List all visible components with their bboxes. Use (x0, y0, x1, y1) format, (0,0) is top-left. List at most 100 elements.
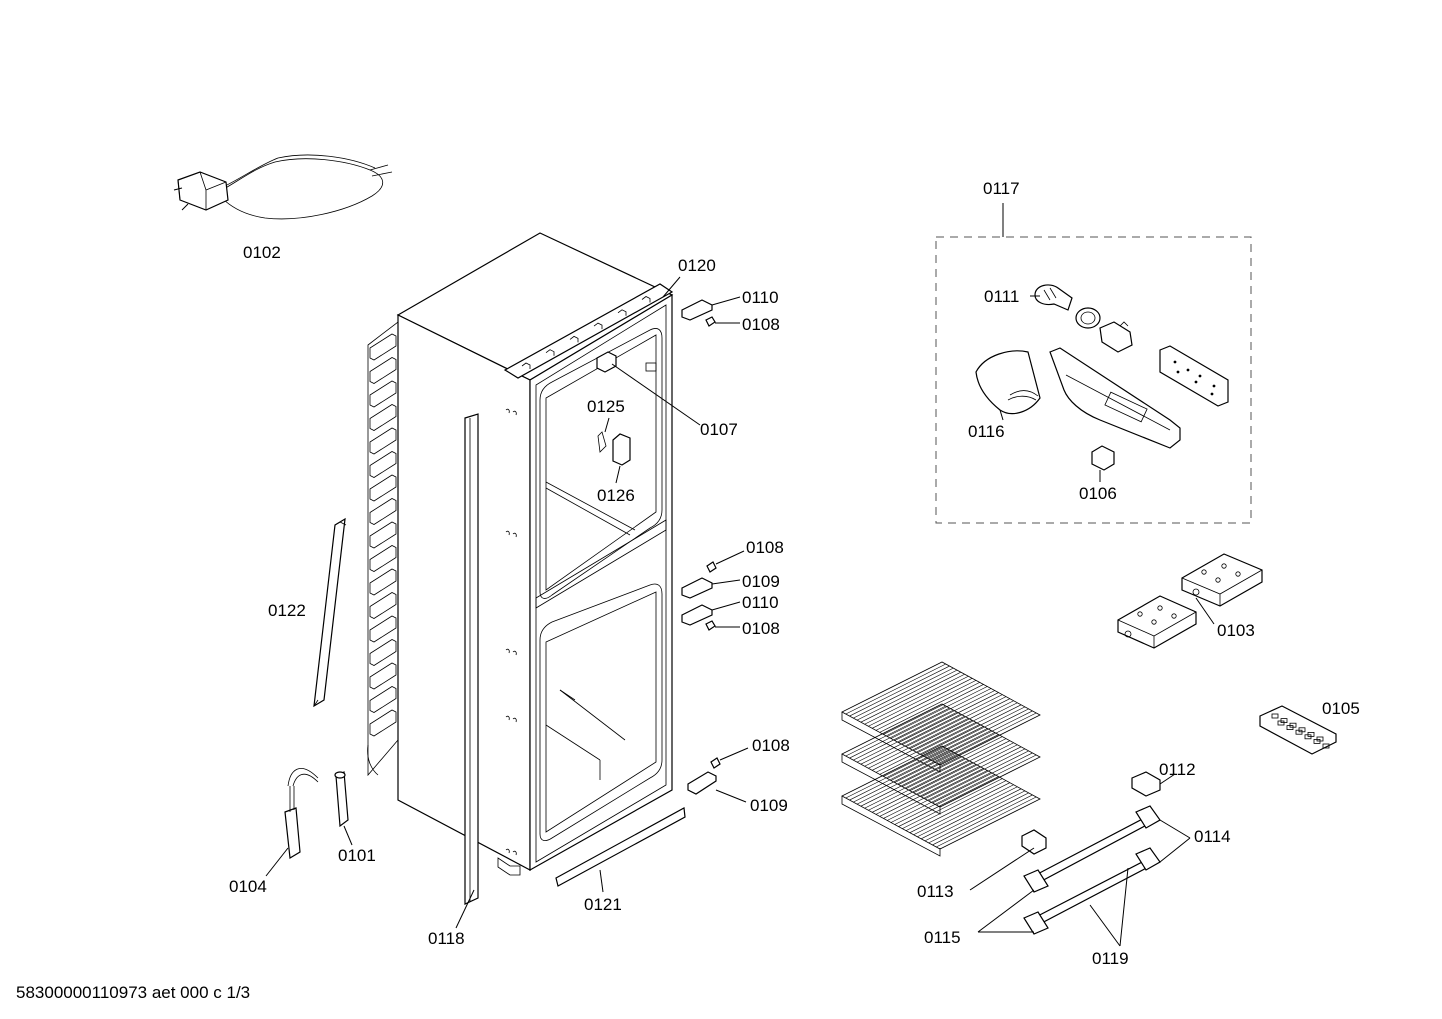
shelf-wire (902, 694, 1003, 745)
label-0109-mid: 0109 (742, 572, 780, 591)
shelf-wire (856, 711, 958, 763)
shelf-wire (924, 790, 1026, 842)
hinges-drawing (681, 299, 721, 795)
shelf-wire (898, 776, 999, 827)
shelf-wire (883, 684, 984, 735)
condenser-fin (369, 357, 397, 384)
rail-notch (545, 349, 555, 356)
condenser-fin (369, 427, 397, 455)
shelf-wire (872, 678, 973, 729)
shelf-wire (887, 686, 988, 737)
label-0107: 0107 (700, 420, 738, 439)
label-0105: 0105 (1322, 699, 1360, 718)
label-0114: 0114 (1194, 827, 1231, 846)
pin-0101-drawing (334, 771, 349, 828)
shelf-wire (932, 710, 1033, 762)
shelf-frame (841, 661, 1041, 766)
label-0120: 0120 (678, 256, 716, 275)
shelf-wire (883, 726, 984, 777)
seal-strip-drawing (464, 413, 479, 905)
condenser-fin (369, 615, 397, 643)
condenser-fin (369, 709, 397, 737)
shelf-wire (890, 730, 992, 781)
label-0104: 0104 (229, 877, 267, 896)
shelf-wire (909, 782, 1010, 833)
label-0125: 0125 (587, 397, 625, 416)
shelf-wire (921, 746, 1022, 798)
label-0122: 0122 (268, 601, 306, 620)
shelf-wire (864, 757, 965, 809)
rail-notch (641, 296, 651, 303)
lamp-assembly-drawing (975, 284, 1229, 471)
condenser-fin (369, 474, 397, 502)
tray-cell (1313, 739, 1321, 744)
condenser-fin (369, 521, 397, 549)
wire-shelves-drawing (841, 661, 1041, 857)
sensor-0104-drawing (284, 768, 319, 859)
rail-notch (569, 335, 579, 343)
label-0103: 0103 (1217, 621, 1255, 640)
clip-0112-drawing (1131, 771, 1161, 797)
condenser-fin (369, 451, 397, 478)
leader-lines (265, 203, 1215, 947)
shelf-wire (902, 778, 1003, 829)
shelf-wire (864, 673, 965, 725)
shelf-wire (917, 702, 1018, 754)
shelf-wire (905, 738, 1007, 789)
shelf-wire (932, 752, 1033, 804)
rail-notch (521, 362, 531, 369)
shelf-wire (917, 786, 1018, 838)
shelf-wire (909, 740, 1010, 791)
shelf-wire (890, 688, 992, 739)
shelf-wire (879, 682, 980, 733)
pack-dot (1137, 611, 1143, 617)
shelf-wire (860, 671, 961, 723)
hinge-mark (505, 715, 517, 723)
label-0117: 0117 (983, 179, 1020, 198)
wire-shelf (841, 661, 1041, 773)
shelf-wire (898, 692, 999, 743)
panel-dot (1173, 360, 1177, 364)
shelf-wire (875, 764, 977, 815)
label-0126: 0126 (597, 486, 635, 505)
shelf-wire (856, 669, 958, 721)
wire-shelf (841, 745, 1041, 857)
condenser-fin (369, 592, 397, 619)
shelf-wire (928, 708, 1029, 760)
shelf-wire (913, 700, 1014, 751)
hinge-mark (505, 408, 517, 416)
shelf-wire (924, 748, 1026, 800)
pack-dot (1151, 619, 1157, 625)
label-0110-top: 0110 (742, 288, 779, 307)
shelf-wire (909, 698, 1010, 749)
label-0109-bottom: 0109 (750, 796, 788, 815)
label-0118: 0118 (428, 929, 465, 948)
panel-dot (1198, 374, 1202, 378)
tray-cell (1304, 734, 1312, 740)
panel-dot (1210, 392, 1214, 396)
hinge-mark (505, 530, 517, 538)
ice-tray-drawing (1259, 705, 1337, 755)
bar-0122-drawing (313, 517, 347, 708)
shelf-wire (868, 676, 969, 727)
panel-dot (1186, 368, 1190, 372)
rails-drawing (1021, 805, 1161, 935)
shelf-wire (856, 753, 958, 805)
shelf-edge (841, 796, 941, 857)
condenser-fin (369, 333, 397, 361)
condenser-fin (369, 568, 397, 596)
shelf-wire (875, 722, 977, 773)
shelf-wire (883, 768, 984, 819)
label-0108-mid: 0108 (746, 538, 784, 557)
shelf-wire (924, 706, 1026, 758)
condenser-fin (369, 639, 397, 666)
shelf-wire (936, 796, 1037, 848)
shelf-wire (845, 705, 946, 757)
shelf-wire (921, 704, 1022, 756)
label-0108-bottom: 0108 (752, 736, 790, 755)
tray-cell (1286, 725, 1294, 730)
shelf-wire (921, 788, 1022, 840)
pack-cap (1192, 588, 1200, 596)
shelf-wire (845, 663, 946, 715)
label-0112: 0112 (1159, 760, 1196, 779)
